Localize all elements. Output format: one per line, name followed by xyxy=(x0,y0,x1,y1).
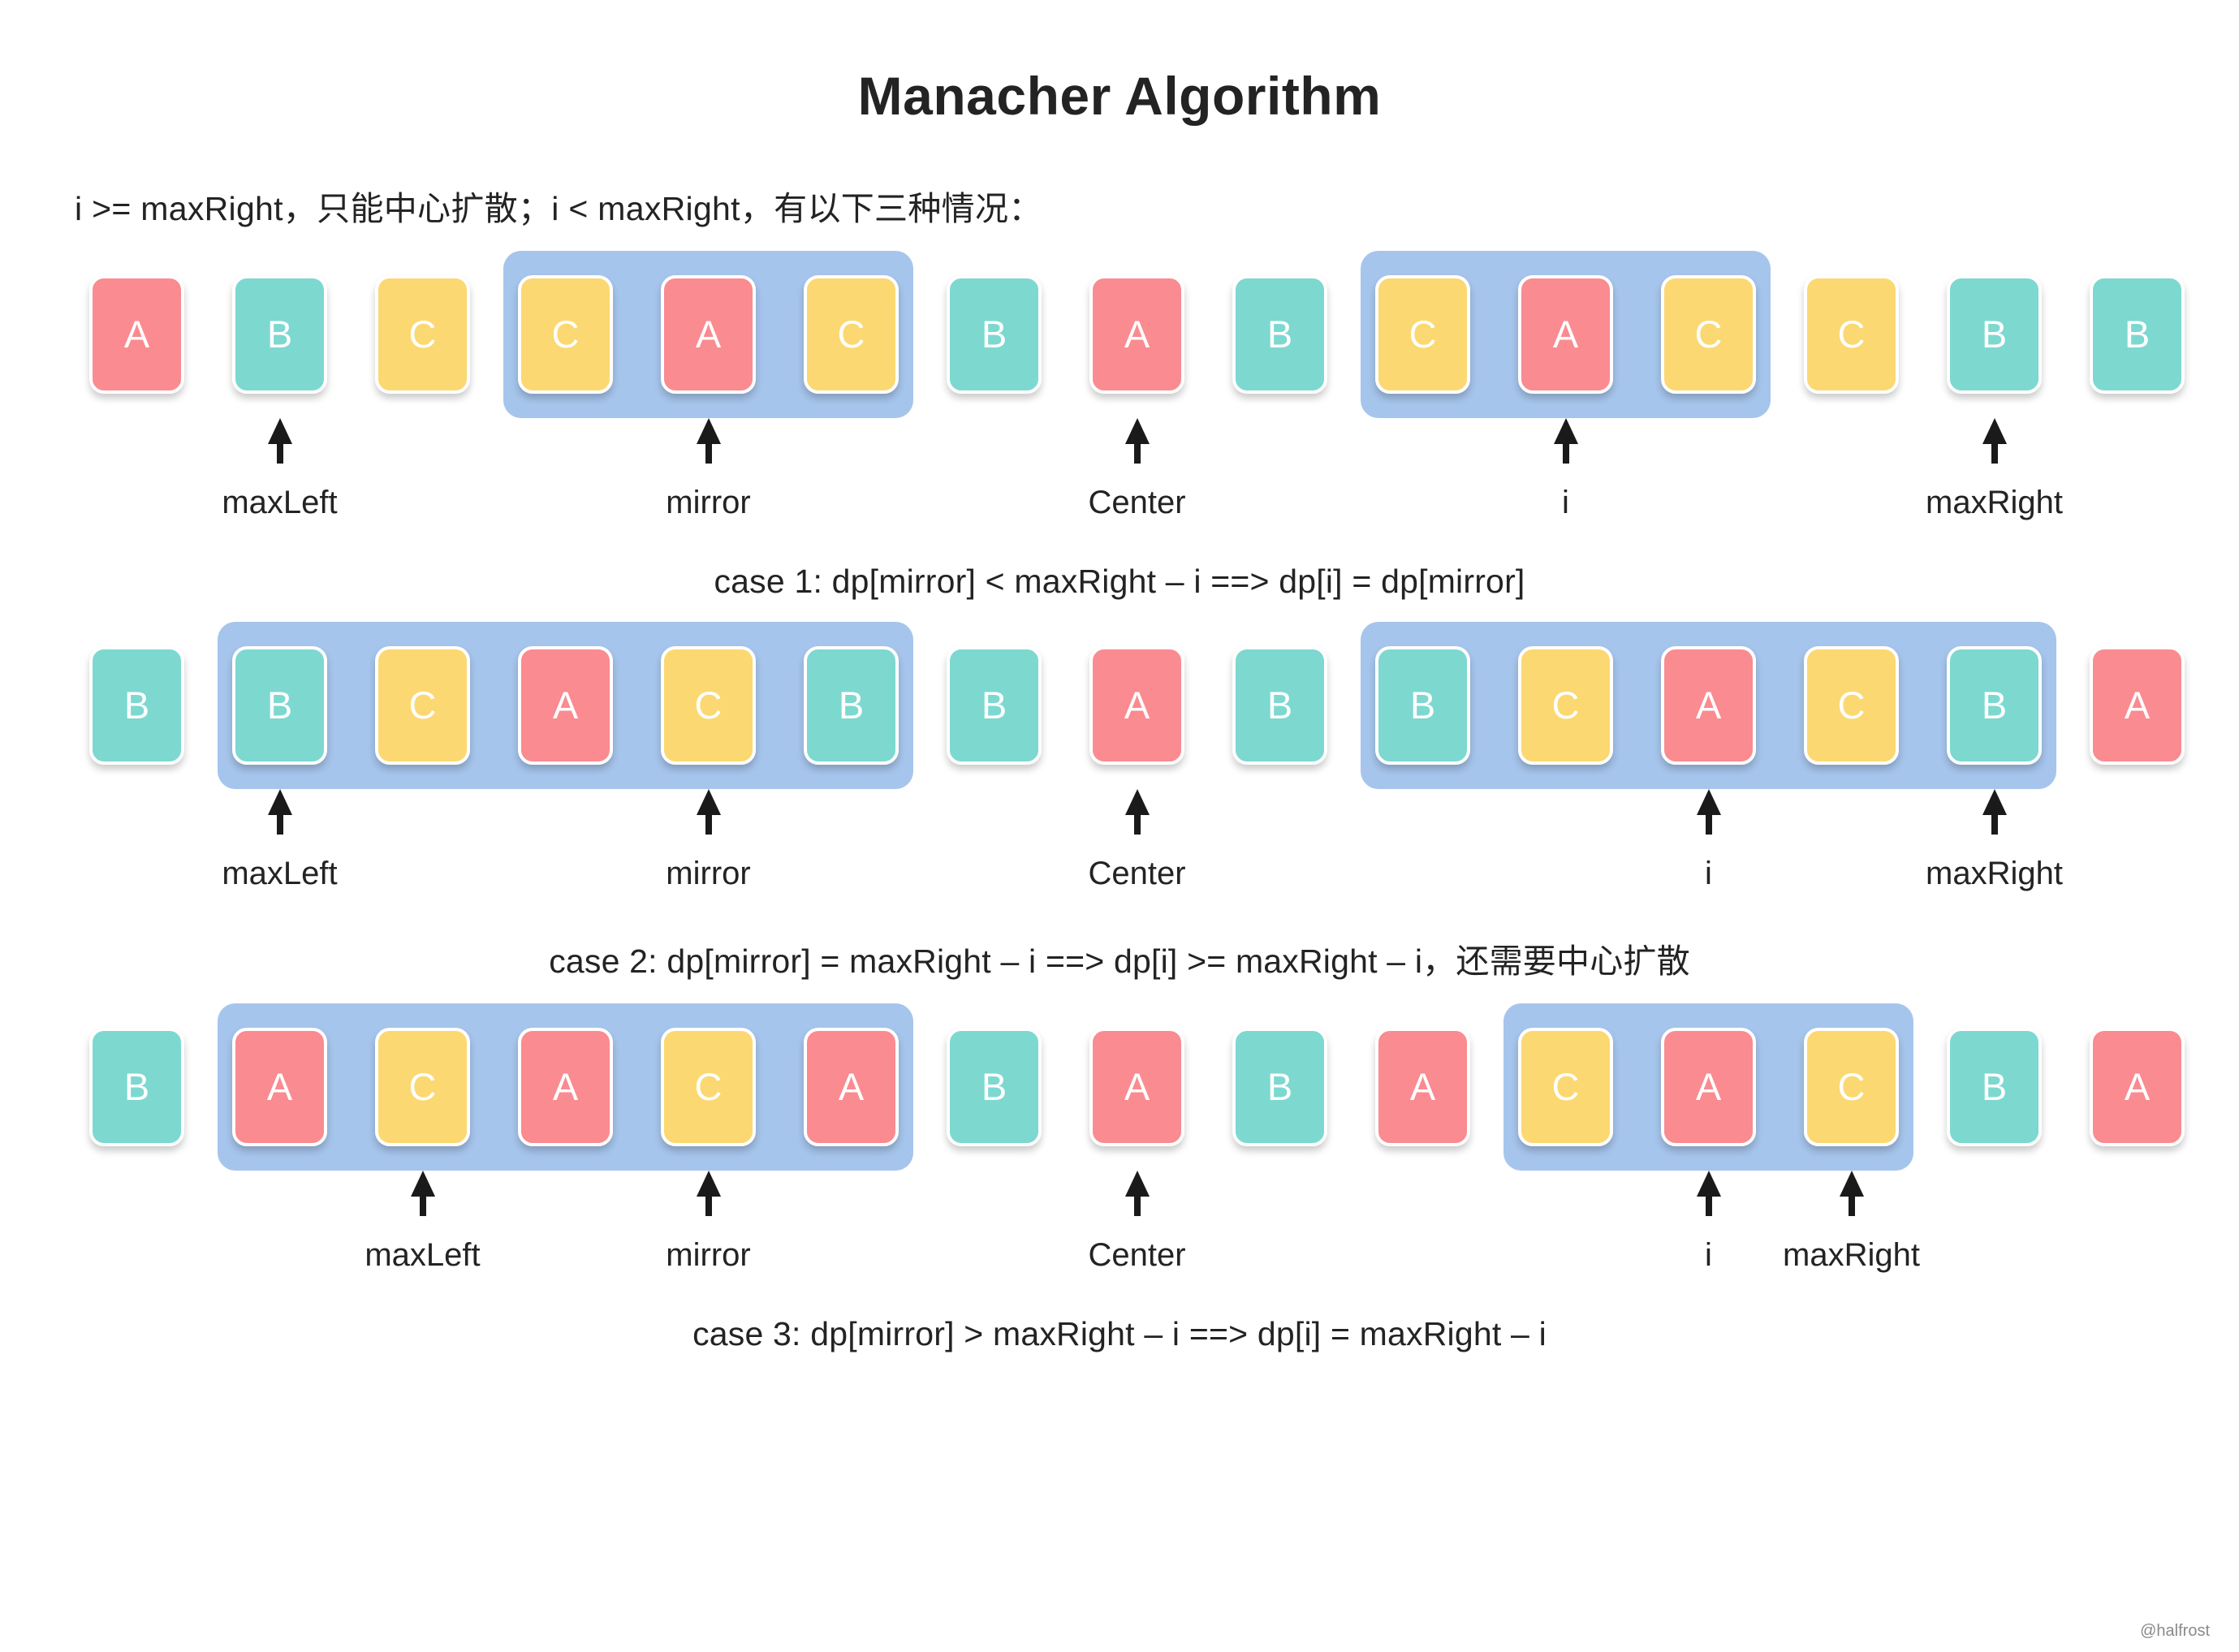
marker-labels: maxLeft mirror Center i maxRight xyxy=(89,856,2150,906)
arrow-stem xyxy=(419,1191,426,1216)
char-cell: B xyxy=(89,645,184,765)
marker-label-maxleft: maxLeft xyxy=(222,855,338,891)
char-cell: C xyxy=(661,1027,756,1146)
marker-arrows xyxy=(89,1170,2150,1232)
char-cell: B xyxy=(1947,645,2042,765)
char-cell: A xyxy=(804,1027,899,1146)
arrow-stem xyxy=(1562,438,1569,464)
watermark: @halfrost xyxy=(2140,1622,2210,1641)
char-cell: B xyxy=(1232,1027,1327,1146)
char-cell: C xyxy=(375,645,470,765)
char-cell: A xyxy=(1089,274,1184,394)
char-cell: A xyxy=(1518,274,1613,394)
char-cell: A xyxy=(1375,1027,1470,1146)
marker-label-maxleft: maxLeft xyxy=(222,484,338,520)
char-cell: B xyxy=(89,1027,184,1146)
char-cell: C xyxy=(661,645,756,765)
marker-label-maxright: maxRight xyxy=(1926,484,2063,520)
marker-arrows xyxy=(89,788,2150,851)
char-cell: C xyxy=(1804,645,1899,765)
char-cell: B xyxy=(1232,645,1327,765)
char-cell: B xyxy=(947,645,1042,765)
marker-label-mirror: mirror xyxy=(666,484,751,520)
char-cell: B xyxy=(947,274,1042,394)
char-cell: B xyxy=(947,1027,1042,1146)
char-cell: A xyxy=(232,1027,327,1146)
char-cell: C xyxy=(804,274,899,394)
marker-arrows xyxy=(89,417,2150,480)
char-cell: C xyxy=(518,274,613,394)
row-caption: case 1: dp[mirror] < maxRight – i ==> dp… xyxy=(714,562,1525,600)
char-cell: B xyxy=(804,645,899,765)
char-cell: C xyxy=(1518,645,1613,765)
char-cell: A xyxy=(1089,645,1184,765)
marker-label-i: i xyxy=(1705,855,1712,891)
arrow-stem xyxy=(1133,438,1141,464)
arrow-stem xyxy=(705,1191,712,1216)
char-cell: C xyxy=(1375,274,1470,394)
char-cell: B xyxy=(232,274,327,394)
marker-label-maxleft: maxLeft xyxy=(365,1236,481,1273)
char-cell: A xyxy=(661,274,756,394)
char-cell: A xyxy=(518,1027,613,1146)
char-cell: B xyxy=(232,645,327,765)
arrow-stem xyxy=(705,809,712,835)
marker-label-mirror: mirror xyxy=(666,855,751,891)
char-cell: C xyxy=(1804,274,1899,394)
char-cell: A xyxy=(1089,1027,1184,1146)
intro-text: i >= maxRight，只能中心扩散；i < maxRight，有以下三种情… xyxy=(75,189,1042,227)
arrow-stem xyxy=(276,809,283,835)
row-caption: case 3: dp[mirror] > maxRight – i ==> dp… xyxy=(692,1314,1547,1352)
arrow-stem xyxy=(1133,1191,1141,1216)
arrow-stem xyxy=(1991,809,1998,835)
char-cell: B xyxy=(1375,645,1470,765)
arrow-stem xyxy=(705,438,712,464)
char-cell: A xyxy=(2090,1027,2185,1146)
arrow-stem xyxy=(1848,1191,1855,1216)
page-title: Manacher Algorithm xyxy=(857,66,1382,127)
char-cell: C xyxy=(1518,1027,1613,1146)
marker-label-mirror: mirror xyxy=(666,1236,751,1273)
arrow-stem xyxy=(1705,1191,1712,1216)
row-caption: case 2: dp[mirror] = maxRight – i ==> dp… xyxy=(549,942,1690,980)
char-cell: B xyxy=(1947,274,2042,394)
char-cell: A xyxy=(1661,645,1756,765)
arrow-stem xyxy=(1133,809,1141,835)
char-cell: B xyxy=(1232,274,1327,394)
char-cell: B xyxy=(2090,274,2185,394)
char-cell: C xyxy=(1661,274,1756,394)
marker-label-maxright: maxRight xyxy=(1926,855,2063,891)
char-cell: B xyxy=(1947,1027,2042,1146)
marker-labels: maxLeft mirror Center i maxRight xyxy=(89,485,2150,535)
char-cell: C xyxy=(375,274,470,394)
char-cell: C xyxy=(1804,1027,1899,1146)
char-cell: C xyxy=(375,1027,470,1146)
char-cell: A xyxy=(89,274,184,394)
char-cell: A xyxy=(518,645,613,765)
marker-label-center: Center xyxy=(1088,1236,1186,1273)
marker-label-center: Center xyxy=(1088,855,1186,891)
marker-labels: maxLeft mirror Center i maxRight xyxy=(89,1237,2150,1288)
char-cell: A xyxy=(1661,1027,1756,1146)
marker-label-i: i xyxy=(1562,484,1569,520)
arrow-stem xyxy=(1991,438,1998,464)
marker-label-i: i xyxy=(1705,1236,1712,1273)
marker-label-center: Center xyxy=(1088,484,1186,520)
char-cell: A xyxy=(2090,645,2185,765)
arrow-stem xyxy=(1705,809,1712,835)
marker-label-maxright: maxRight xyxy=(1783,1236,1920,1273)
arrow-stem xyxy=(276,438,283,464)
